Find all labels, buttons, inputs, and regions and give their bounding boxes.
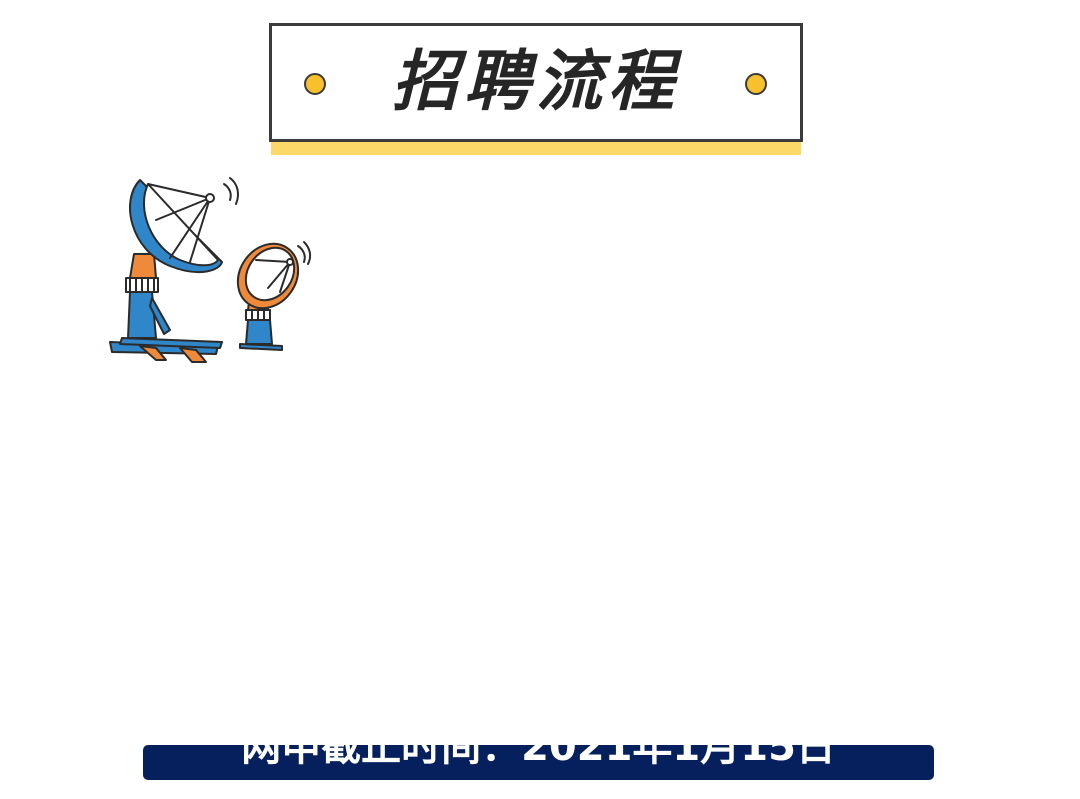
page-title: 招聘流程 [392, 43, 680, 120]
title-card: 招聘流程 [269, 23, 803, 142]
deadline-banner: 网申截止时间：2021年1月15日 [143, 745, 934, 780]
satellite-dish-icon [100, 170, 320, 370]
title-dot-left-icon [304, 73, 326, 95]
deadline-text: 网申截止时间：2021年1月15日 [241, 745, 836, 770]
title-shadow-bar [271, 138, 801, 155]
title-dot-right-icon [745, 73, 767, 95]
